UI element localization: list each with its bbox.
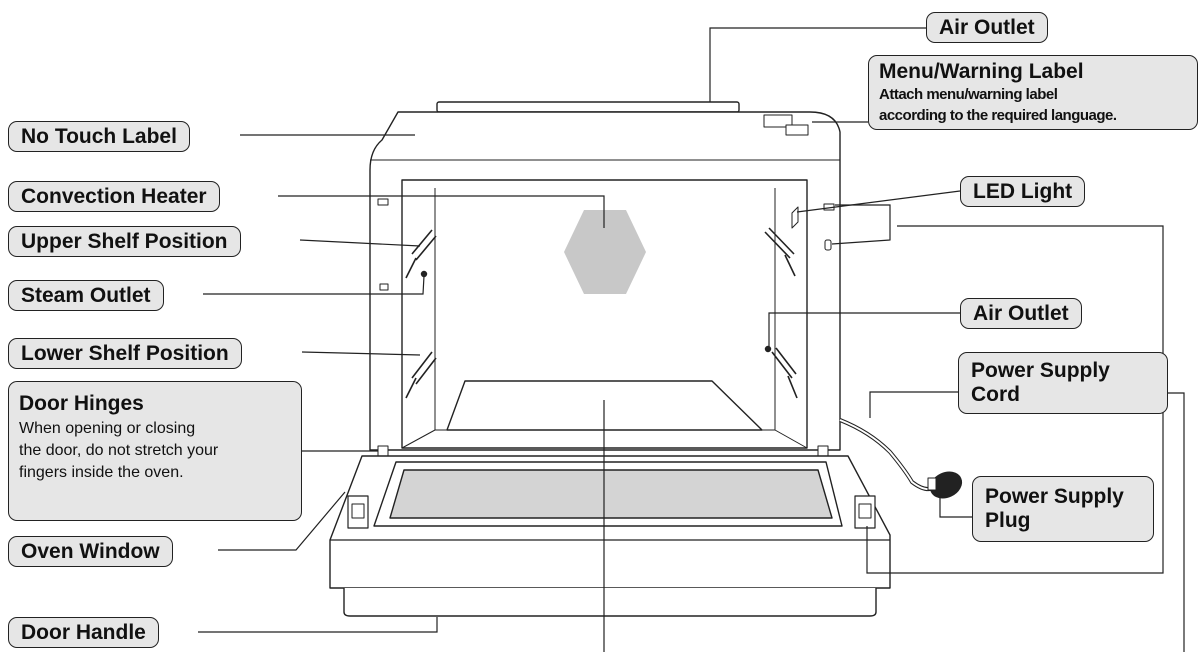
power-cord-line1: Power Supply bbox=[971, 359, 1110, 382]
door-handle-shape bbox=[343, 588, 877, 617]
upper-shelf-label: Upper Shelf Position bbox=[8, 226, 241, 257]
oven-window-glass bbox=[389, 469, 833, 519]
door-hinges-line2: the door, do not stretch your bbox=[19, 442, 219, 459]
menu-warning-title: Menu/Warning Label bbox=[879, 60, 1084, 83]
convection-heater-label: Convection Heater bbox=[8, 181, 220, 212]
power-plug-label: Power Supply Plug bbox=[972, 476, 1154, 542]
steam-outlet-label: Steam Outlet bbox=[8, 280, 164, 311]
power-cord-label: Power Supply Cord bbox=[958, 352, 1168, 414]
door-hinges-title: Door Hinges bbox=[19, 392, 144, 415]
top-air-outlet-strip bbox=[436, 101, 740, 113]
door-handle-label: Door Handle bbox=[8, 617, 159, 648]
menu-warning-label: Menu/Warning Label Attach menu/warning l… bbox=[868, 55, 1198, 130]
air-outlet-top-label: Air Outlet bbox=[926, 12, 1048, 43]
air-outlet-right-label: Air Outlet bbox=[960, 298, 1082, 329]
power-plug-shape bbox=[929, 471, 963, 499]
led-light-label: LED Light bbox=[960, 176, 1086, 207]
door-hinges-line1: When opening or closing bbox=[19, 420, 196, 437]
no-touch-label: No Touch Label bbox=[8, 121, 190, 152]
power-plug-line1: Power Supply bbox=[985, 485, 1124, 508]
convection-heater-shape bbox=[564, 210, 646, 294]
lower-shelf-label: Lower Shelf Position bbox=[8, 338, 242, 369]
oven-window-label: Oven Window bbox=[8, 536, 173, 567]
power-plug-line2: Plug bbox=[985, 509, 1031, 532]
door-hinges-label: Door Hinges When opening or closing the … bbox=[8, 381, 302, 521]
menu-warning-line1: Attach menu/warning label bbox=[879, 86, 1058, 103]
power-cord-line2: Cord bbox=[971, 383, 1020, 406]
door-hinges-line3: fingers inside the oven. bbox=[19, 464, 184, 481]
menu-warning-line2: according to the required language. bbox=[879, 107, 1117, 124]
